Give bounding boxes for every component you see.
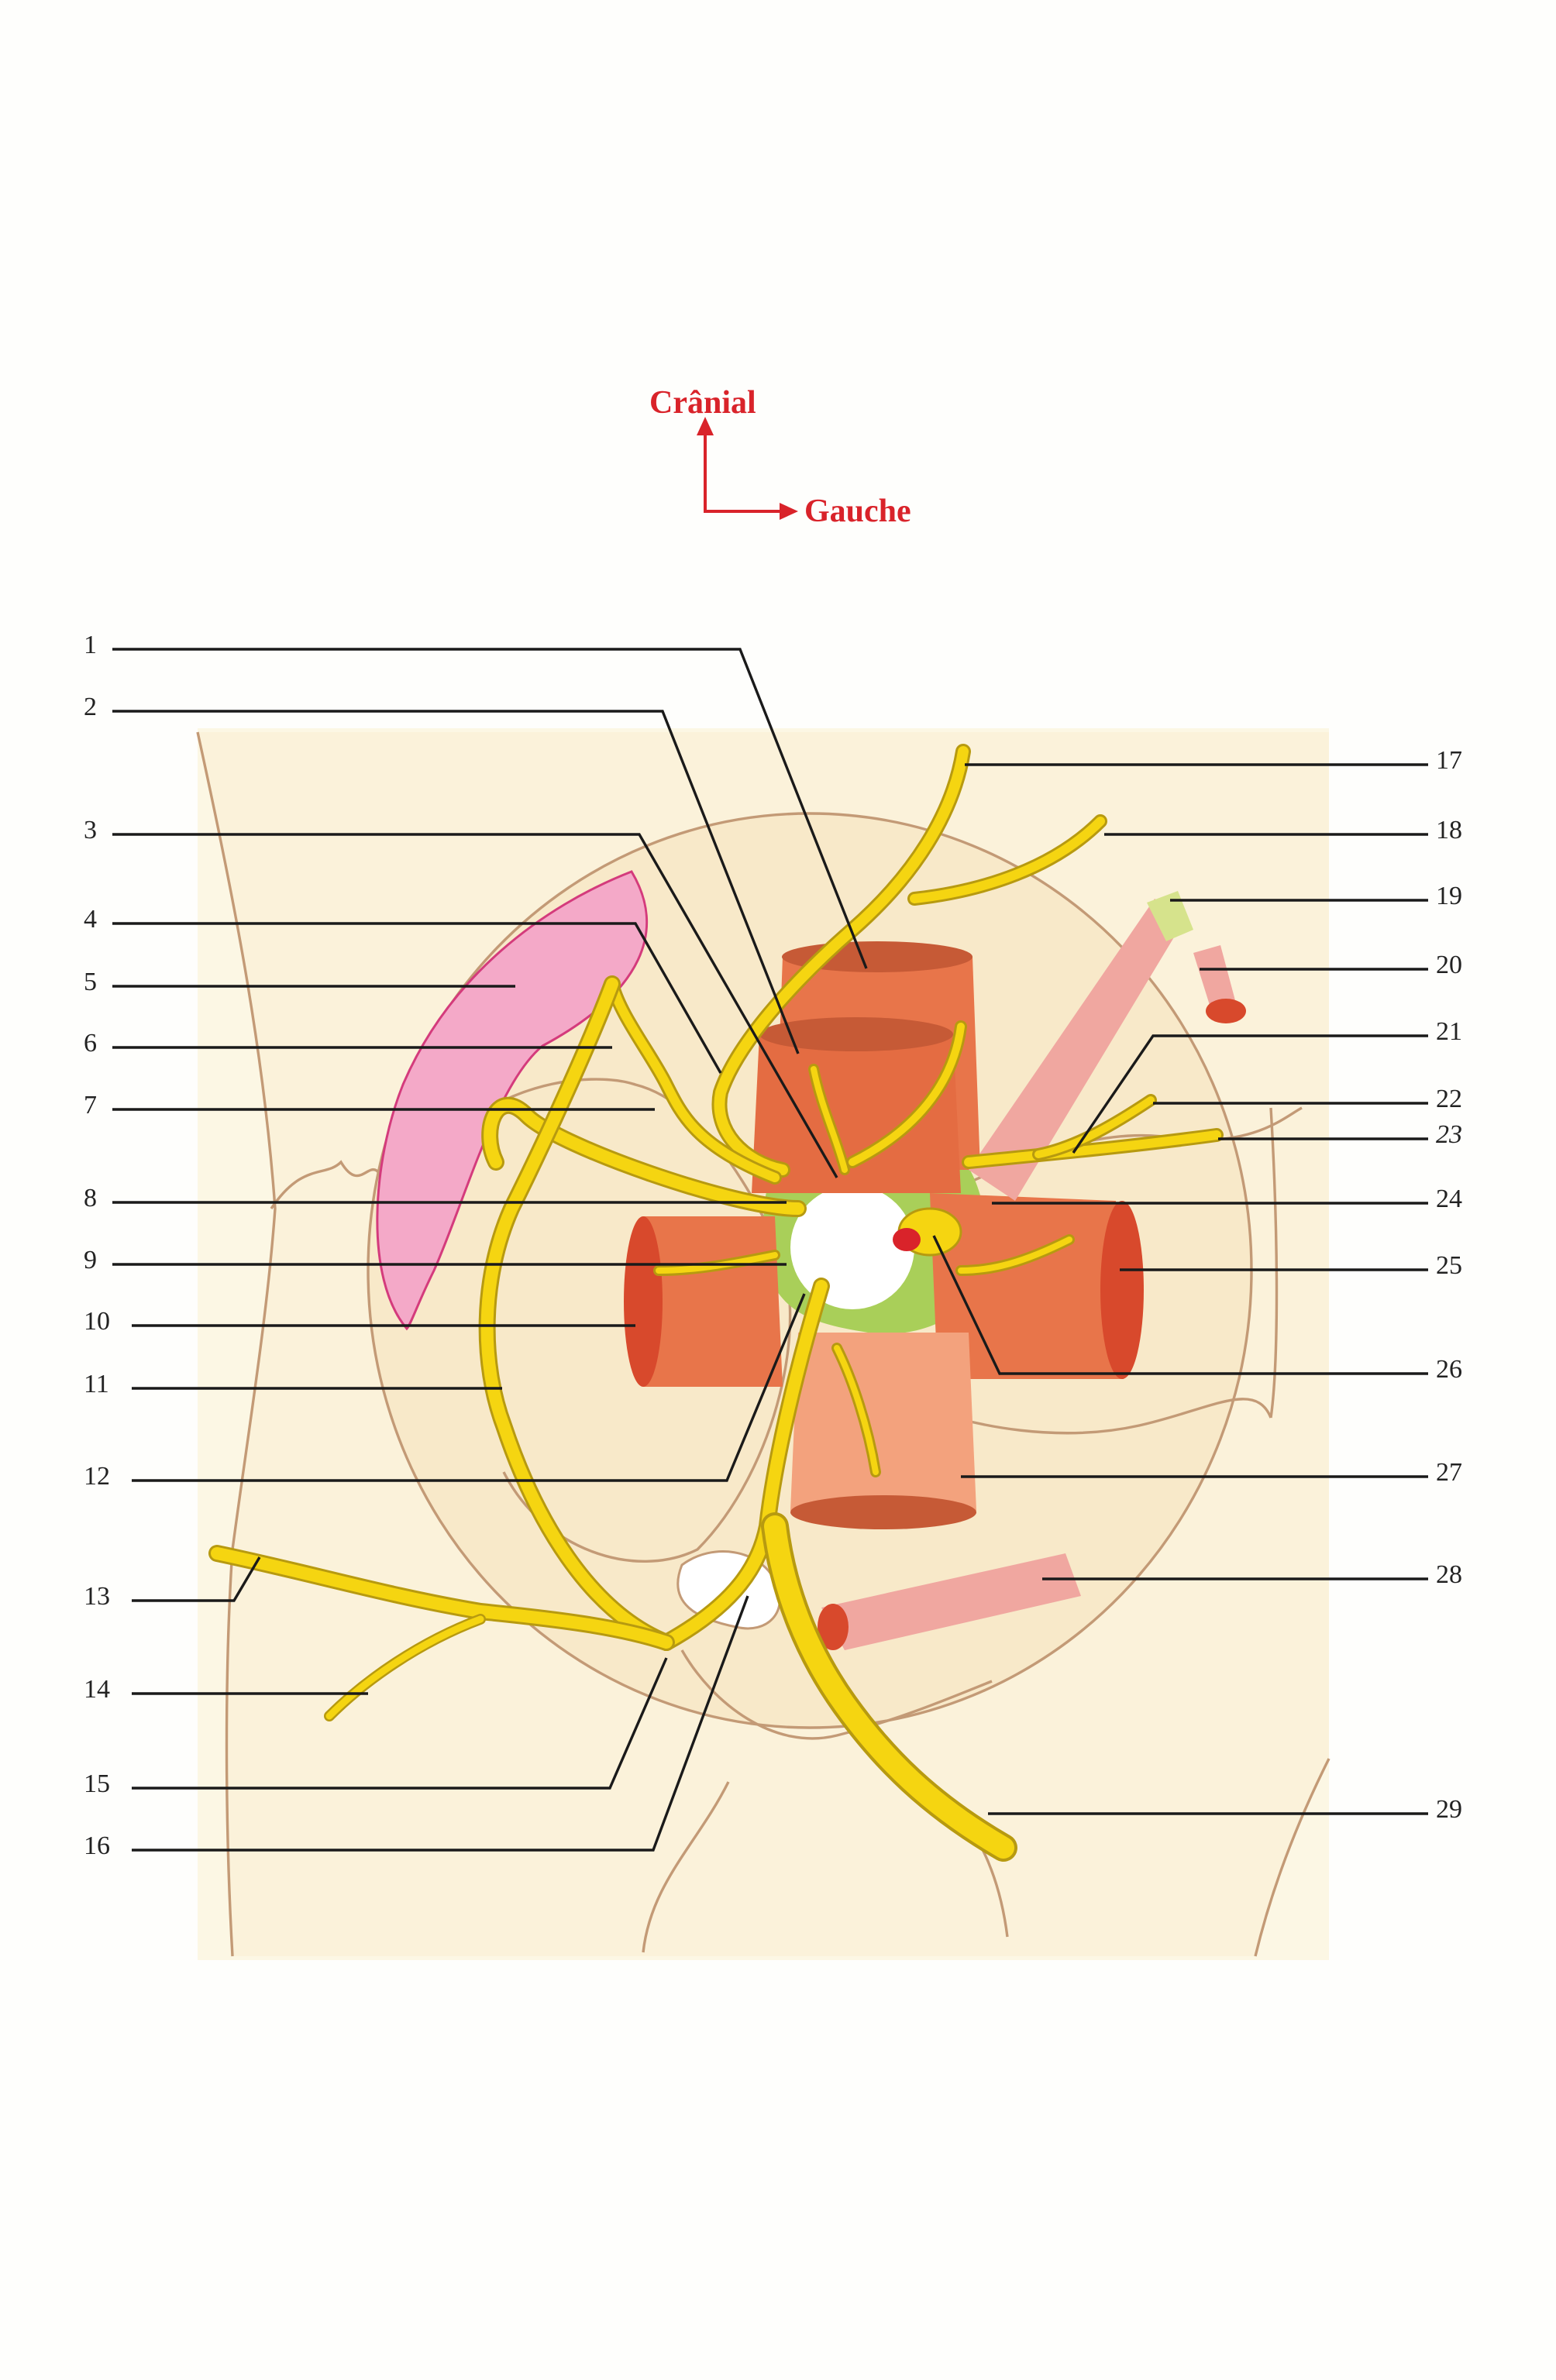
muscles	[624, 891, 1246, 1650]
label-13: 13	[84, 1582, 110, 1611]
pink-organ	[376, 870, 649, 1331]
red-vessel	[893, 1228, 921, 1251]
label-22: 22	[1436, 1085, 1462, 1113]
leader-26	[932, 1235, 1428, 1375]
label-21: 21	[1436, 1017, 1462, 1046]
leader-2	[112, 710, 800, 1054]
left-labels: 1 2 3 4 5 6 7 8 9 10 11 12 13 14 15 16	[84, 631, 868, 1860]
label-25: 25	[1436, 1251, 1462, 1280]
cranial-arrow-head	[697, 417, 714, 435]
label-12: 12	[84, 1462, 110, 1491]
nerves	[208, 744, 1224, 1862]
label-16: 16	[84, 1831, 110, 1860]
label-27: 27	[1436, 1458, 1462, 1487]
leader-3	[112, 833, 838, 1178]
muscle-diagonal	[969, 899, 1186, 1201]
label-1: 1	[84, 631, 97, 659]
muscle-left	[643, 1216, 783, 1387]
left-arrow-head	[780, 503, 798, 520]
label-20: 20	[1436, 951, 1462, 979]
label-11: 11	[84, 1370, 109, 1398]
label-23: 23	[1436, 1120, 1462, 1149]
muscle-bottom-right	[821, 1553, 1081, 1650]
label-14: 14	[84, 1675, 110, 1704]
label-4: 4	[84, 905, 97, 934]
right-labels: 17 18 19 20 21 22 23 24 25 26 27 28 29	[932, 746, 1462, 1824]
central-opening	[790, 1185, 914, 1309]
leader-15	[132, 1657, 668, 1790]
label-29: 29	[1436, 1795, 1462, 1824]
label-2: 2	[84, 693, 97, 721]
muscle-bottom	[790, 1333, 976, 1511]
muscle-top-second	[752, 1034, 961, 1193]
label-5: 5	[84, 968, 97, 996]
label-24: 24	[1436, 1185, 1462, 1213]
label-7: 7	[84, 1091, 97, 1119]
leader-16	[132, 1595, 749, 1852]
label-9: 9	[84, 1246, 97, 1274]
label-3: 3	[84, 816, 97, 844]
orientation-compass: Crânial Gauche	[649, 385, 911, 529]
label-6: 6	[84, 1029, 97, 1058]
muscle-small-top-right	[1193, 945, 1236, 1015]
cranial-label: Crânial	[649, 385, 756, 421]
left-label: Gauche	[804, 494, 911, 529]
leader-13	[132, 1556, 261, 1602]
label-8: 8	[84, 1184, 97, 1212]
label-18: 18	[1436, 816, 1462, 844]
label-28: 28	[1436, 1560, 1462, 1589]
fan-tissue	[1147, 891, 1193, 941]
leader-1	[112, 648, 868, 969]
label-10: 10	[84, 1307, 110, 1336]
leader-12	[132, 1293, 806, 1482]
leader-4	[112, 922, 722, 1074]
label-26: 26	[1436, 1355, 1462, 1384]
leader-21	[1072, 1034, 1428, 1154]
label-19: 19	[1436, 882, 1462, 910]
muscle-right	[930, 1193, 1124, 1379]
label-15: 15	[84, 1770, 110, 1798]
label-17: 17	[1436, 746, 1462, 775]
